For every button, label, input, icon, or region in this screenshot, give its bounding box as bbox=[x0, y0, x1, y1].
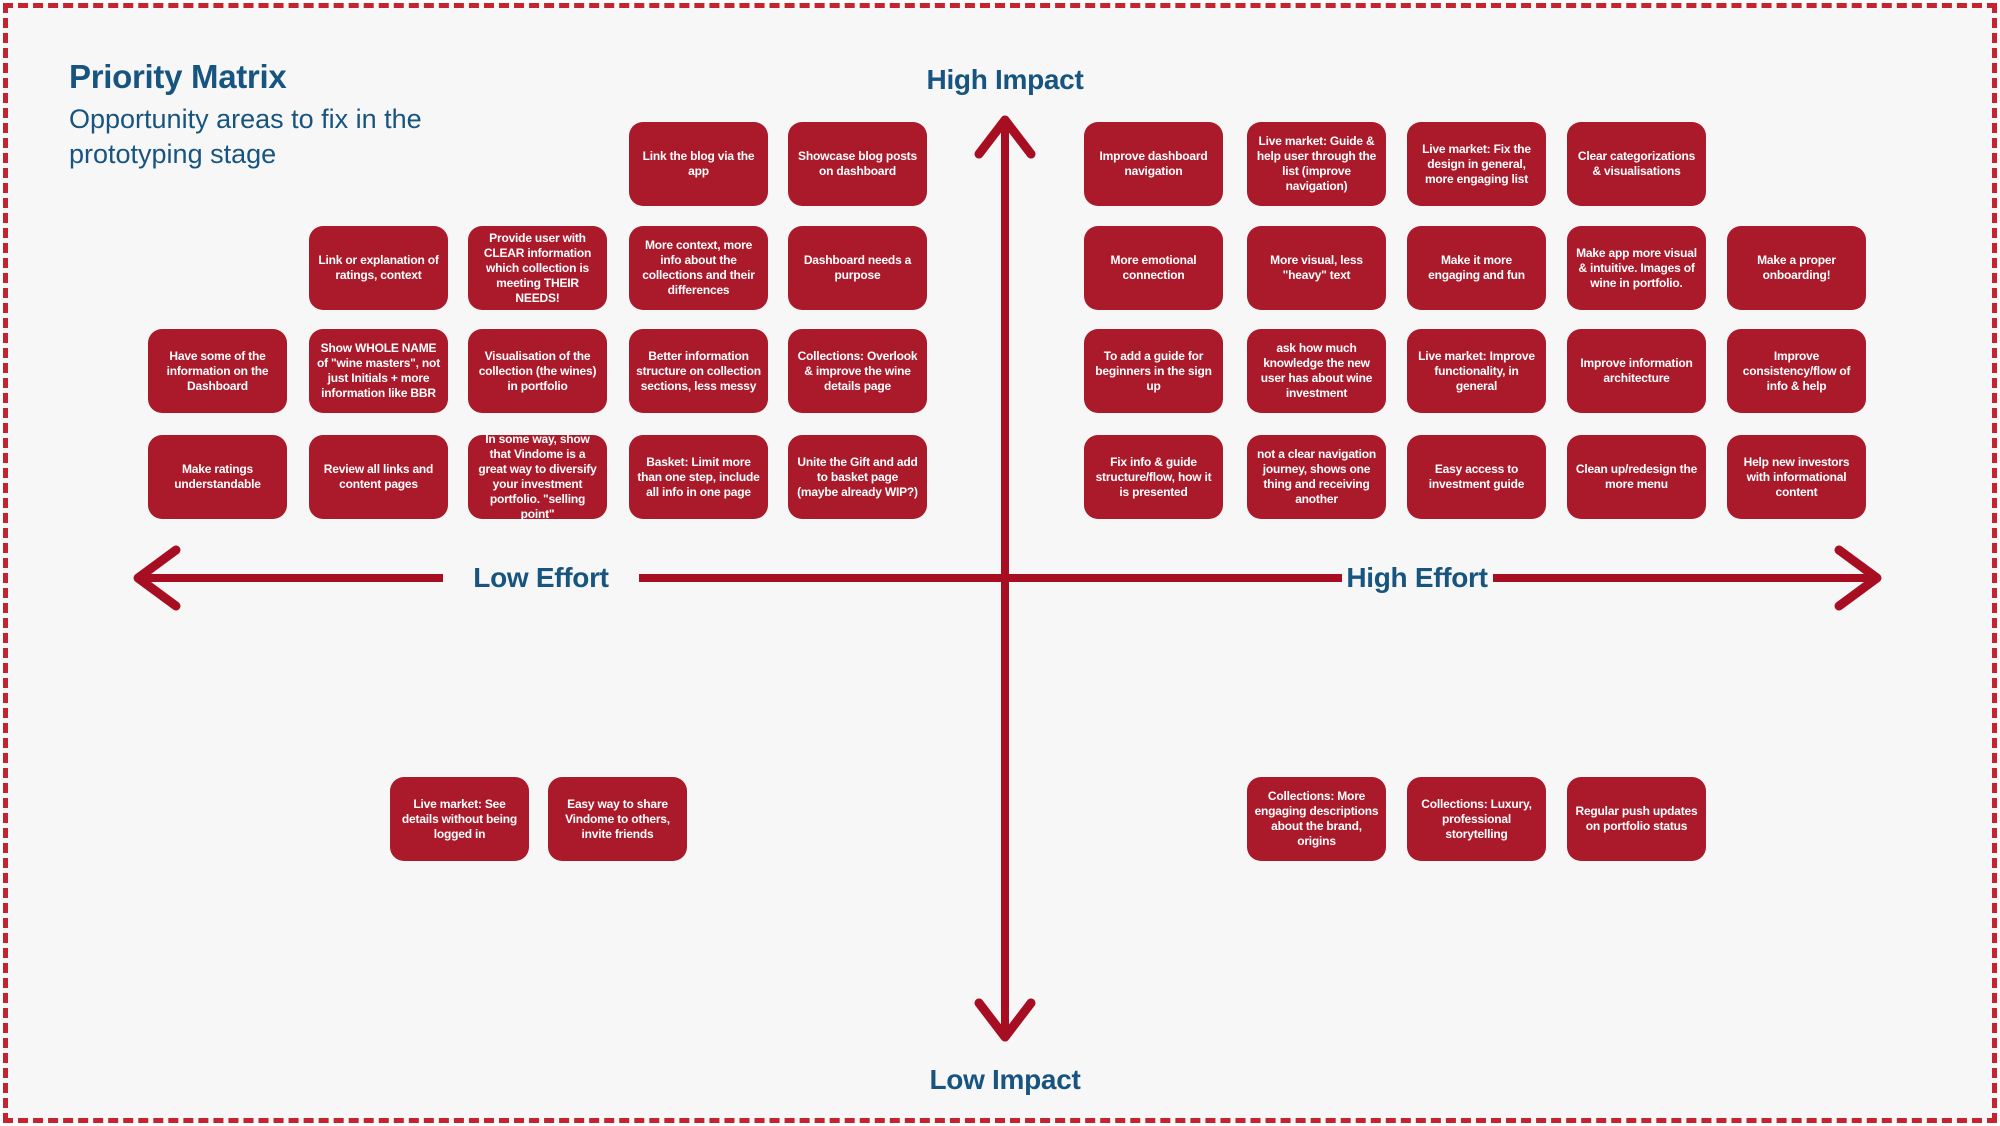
sticky-note-text: Make it more engaging and fun bbox=[1428, 253, 1525, 282]
sticky-note[interactable]: Make app more visual & intuitive. Images… bbox=[1567, 226, 1706, 310]
sticky-note[interactable]: Fix info & guide structure/flow, how it … bbox=[1084, 435, 1223, 519]
arrow-down-icon bbox=[974, 998, 1036, 1042]
title-block: Priority Matrix Opportunity areas to fix… bbox=[69, 58, 469, 172]
arrow-up-icon bbox=[974, 115, 1036, 159]
sticky-note-text: Clean up/redesign the more menu bbox=[1575, 462, 1698, 491]
sticky-note[interactable]: Showcase blog posts on dashboard bbox=[788, 122, 927, 206]
sticky-note[interactable]: Clear categorizations & visualisations bbox=[1567, 122, 1706, 206]
sticky-note-text: Make ratings understandable bbox=[174, 462, 261, 491]
arrow-left-icon bbox=[133, 545, 181, 611]
sticky-note[interactable]: Link or explanation of ratings, context bbox=[309, 226, 448, 310]
axis-label-high-effort: High Effort bbox=[1346, 562, 1488, 593]
sticky-note-text: Collections: Overlook & improve the wine… bbox=[797, 348, 918, 393]
sticky-note[interactable]: ask how much knowledge the new user has … bbox=[1247, 329, 1386, 413]
sticky-note-text: To add a guide for beginners in the sign… bbox=[1095, 348, 1212, 393]
sticky-note[interactable]: Visualisation of the collection (the win… bbox=[468, 329, 607, 413]
axis-label-high-impact: High Impact bbox=[926, 64, 1084, 95]
sticky-note[interactable]: Live market: Guide & help user through t… bbox=[1247, 122, 1386, 206]
sticky-note[interactable]: More emotional connection bbox=[1084, 226, 1223, 310]
sticky-note[interactable]: Regular push updates on portfolio status bbox=[1567, 777, 1706, 861]
sticky-note-text: Visualisation of the collection (the win… bbox=[478, 348, 597, 393]
sticky-note[interactable]: not a clear navigation journey, shows on… bbox=[1247, 435, 1386, 519]
sticky-note-text: not a clear navigation journey, shows on… bbox=[1257, 447, 1376, 506]
sticky-note[interactable]: To add a guide for beginners in the sign… bbox=[1084, 329, 1223, 413]
sticky-note[interactable]: Improve consistency/flow of info & help bbox=[1727, 329, 1866, 413]
sticky-note[interactable]: Better information structure on collecti… bbox=[629, 329, 768, 413]
sticky-note[interactable]: Unite the Gift and add to basket page (m… bbox=[788, 435, 927, 519]
sticky-note-text: In some way, show that Vindome is a grea… bbox=[478, 432, 597, 521]
sticky-note[interactable]: Collections: More engaging descriptions … bbox=[1247, 777, 1386, 861]
sticky-note-text: Link or explanation of ratings, context bbox=[318, 253, 439, 282]
sticky-note[interactable]: Show WHOLE NAME of "wine masters", not j… bbox=[309, 329, 448, 413]
sticky-note-text: Showcase blog posts on dashboard bbox=[798, 149, 917, 178]
sticky-note[interactable]: Review all links and content pages bbox=[309, 435, 448, 519]
sticky-note[interactable]: Collections: Luxury, professional storyt… bbox=[1407, 777, 1546, 861]
sticky-note[interactable]: Provide user with CLEAR information whic… bbox=[468, 226, 607, 310]
sticky-note[interactable]: Improve dashboard navigation bbox=[1084, 122, 1223, 206]
sticky-note-text: Link the blog via the app bbox=[642, 149, 755, 178]
sticky-note[interactable]: Help new investors with informational co… bbox=[1727, 435, 1866, 519]
sticky-note[interactable]: Live market: See details without being l… bbox=[390, 777, 529, 861]
sticky-note[interactable]: Basket: Limit more than one step, includ… bbox=[629, 435, 768, 519]
sticky-note-text: Make a proper onboarding! bbox=[1757, 253, 1836, 282]
sticky-note-text: Live market: Improve functionality, in g… bbox=[1418, 348, 1535, 393]
sticky-note-text: Improve dashboard navigation bbox=[1099, 149, 1208, 178]
sticky-note-text: ask how much knowledge the new user has … bbox=[1260, 341, 1373, 400]
sticky-note-text: Live market: Fix the design in general, … bbox=[1422, 141, 1531, 186]
sticky-note[interactable]: Live market: Fix the design in general, … bbox=[1407, 122, 1546, 206]
sticky-note-text: Live market: Guide & help user through t… bbox=[1256, 134, 1377, 193]
page-title: Priority Matrix bbox=[69, 58, 287, 95]
sticky-note-text: Live market: See details without being l… bbox=[401, 796, 518, 841]
sticky-note-text: Basket: Limit more than one step, includ… bbox=[637, 454, 760, 499]
sticky-note-text: Have some of the information on the Dash… bbox=[166, 348, 269, 393]
sticky-note-text: More context, more info about the collec… bbox=[642, 238, 755, 297]
sticky-note[interactable]: Make a proper onboarding! bbox=[1727, 226, 1866, 310]
sticky-note[interactable]: Live market: Improve functionality, in g… bbox=[1407, 329, 1546, 413]
sticky-note[interactable]: Collections: Overlook & improve the wine… bbox=[788, 329, 927, 413]
sticky-note-text: Provide user with CLEAR information whic… bbox=[483, 230, 592, 305]
sticky-note-text: Improve consistency/flow of info & help bbox=[1742, 348, 1851, 393]
axis-label-low-effort: Low Effort bbox=[473, 562, 609, 593]
sticky-note[interactable]: In some way, show that Vindome is a grea… bbox=[468, 432, 607, 521]
sticky-note[interactable]: Make it more engaging and fun bbox=[1407, 226, 1546, 310]
sticky-note[interactable]: Clean up/redesign the more menu bbox=[1567, 435, 1706, 519]
sticky-note-text: Dashboard needs a purpose bbox=[803, 253, 912, 282]
sticky-note-text: Clear categorizations & visualisations bbox=[1577, 149, 1696, 178]
sticky-note-text: Improve information architecture bbox=[1580, 356, 1693, 385]
sticky-note-text: Show WHOLE NAME of "wine masters", not j… bbox=[316, 341, 440, 400]
sticky-note[interactable]: Easy way to share Vindome to others, inv… bbox=[548, 777, 687, 861]
sticky-note[interactable]: Dashboard needs a purpose bbox=[788, 226, 927, 310]
sticky-note-text: Fix info & guide structure/flow, how it … bbox=[1095, 454, 1212, 499]
sticky-note-text: More emotional connection bbox=[1110, 253, 1197, 282]
sticky-note[interactable]: More visual, less "heavy" text bbox=[1247, 226, 1386, 310]
sticky-note-text: Make app more visual & intuitive. Images… bbox=[1576, 245, 1697, 290]
axis-label-low-impact: Low Impact bbox=[929, 1064, 1081, 1095]
sticky-note-text: Regular push updates on portfolio status bbox=[1575, 804, 1698, 833]
sticky-note-text: Easy way to share Vindome to others, inv… bbox=[565, 796, 670, 841]
sticky-note[interactable]: Easy access to investment guide bbox=[1407, 435, 1546, 519]
sticky-note-text: More visual, less "heavy" text bbox=[1270, 253, 1363, 282]
sticky-note[interactable]: More context, more info about the collec… bbox=[629, 226, 768, 310]
sticky-note[interactable]: Link the blog via the app bbox=[629, 122, 768, 206]
arrow-right-icon bbox=[1834, 545, 1882, 611]
priority-matrix-board: Priority Matrix Opportunity areas to fix… bbox=[3, 3, 1997, 1123]
sticky-note-text: Better information structure on collecti… bbox=[636, 348, 761, 393]
sticky-note[interactable]: Have some of the information on the Dash… bbox=[148, 329, 287, 413]
sticky-note[interactable]: Improve information architecture bbox=[1567, 329, 1706, 413]
sticky-note-text: Review all links and content pages bbox=[323, 462, 434, 491]
sticky-note-text: Help new investors with informational co… bbox=[1743, 454, 1850, 499]
sticky-note-text: Collections: Luxury, professional storyt… bbox=[1421, 796, 1532, 841]
sticky-note-text: Unite the Gift and add to basket page (m… bbox=[797, 454, 918, 499]
sticky-note-text: Easy access to investment guide bbox=[1428, 462, 1525, 491]
sticky-note[interactable]: Make ratings understandable bbox=[148, 435, 287, 519]
sticky-note-text: Collections: More engaging descriptions … bbox=[1254, 789, 1379, 848]
page-subtitle: Opportunity areas to fix in the prototyp… bbox=[69, 104, 422, 170]
